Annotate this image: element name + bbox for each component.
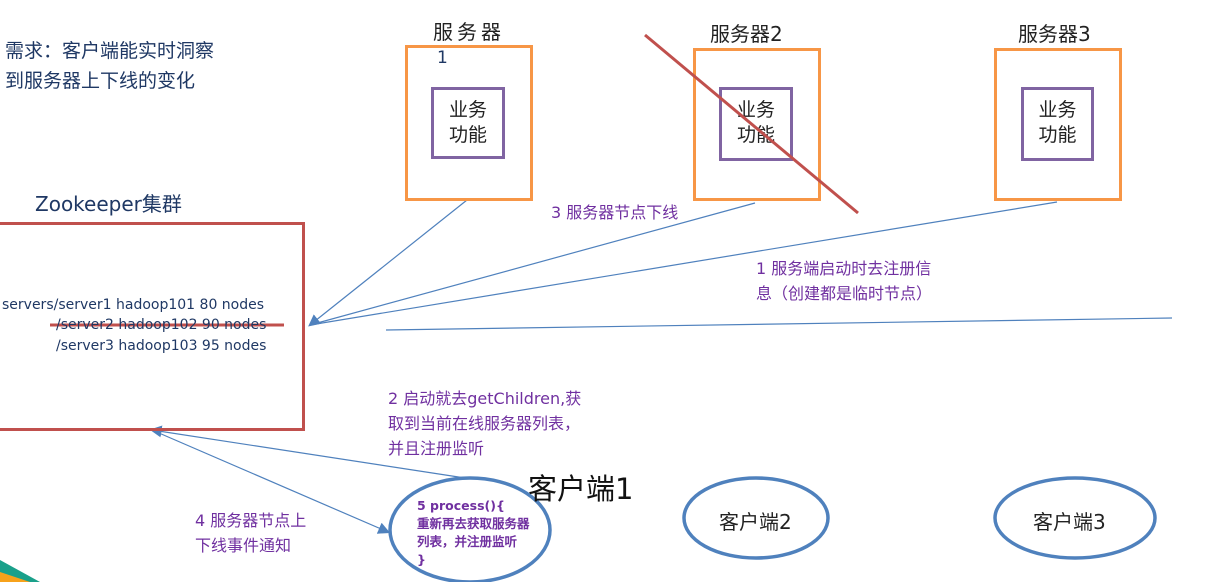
corner-decoration-orange	[0, 572, 30, 582]
requirement-line-1: 需求：客户端能实时洞察	[5, 40, 215, 62]
arrow-zk-to-client	[151, 429, 391, 534]
client2-ellipse	[682, 476, 830, 560]
server2-function: 业务 功能	[719, 87, 793, 161]
arrow-server1-to-zk	[308, 199, 468, 327]
client1-label: 客户端1	[528, 472, 634, 506]
client2-label: 客户端2	[719, 510, 792, 534]
client1-ellipse	[388, 476, 552, 582]
zookeeper-title: Zookeeper集群	[35, 192, 182, 216]
server2-label: 服务器2	[710, 22, 783, 46]
step5-label: 5 process(){ 重新再去获取服务器 列表，并注册监听 }	[417, 498, 530, 567]
step3-label: 3 服务器节点下线	[551, 203, 679, 222]
divider-line	[385, 317, 1173, 331]
requirement-text: 需求：客户端能实时洞察到服务器上下线的变化	[5, 36, 214, 96]
client3-ellipse	[993, 476, 1157, 560]
step1-label: 1 服务端启动时去注册信 息（创建都是临时节点）	[756, 259, 933, 303]
zk-node-server2: /server2 hadoop102 90 nodes	[56, 317, 267, 333]
arrow-client-to-zk	[149, 425, 466, 479]
step2-label: 2 启动就去getChildren,获 取到当前在线服务器列表， 并且注册监听	[388, 389, 582, 458]
server1-label: 服务器	[433, 20, 505, 44]
zookeeper-cluster-box	[0, 222, 305, 431]
server3-box	[994, 48, 1122, 201]
arrow-server2-to-zk	[309, 202, 756, 326]
arrow-server3-to-zk	[309, 201, 1058, 326]
zk-node-server1: servers/server1 hadoop101 80 nodes	[2, 297, 265, 313]
server1-label-suffix: 1	[437, 48, 448, 68]
server1-box	[405, 45, 533, 201]
step4-label: 4 服务器节点上 下线事件通知	[195, 511, 307, 555]
requirement-line-2: 到服务器上下线的变化	[5, 70, 196, 92]
client3-label: 客户端3	[1033, 510, 1106, 534]
server3-label: 服务器3	[1018, 22, 1091, 46]
zk-node-server3: /server3 hadoop103 95 nodes	[56, 338, 267, 354]
server1-function: 业务 功能	[431, 87, 505, 159]
server3-function: 业务 功能	[1021, 87, 1094, 161]
